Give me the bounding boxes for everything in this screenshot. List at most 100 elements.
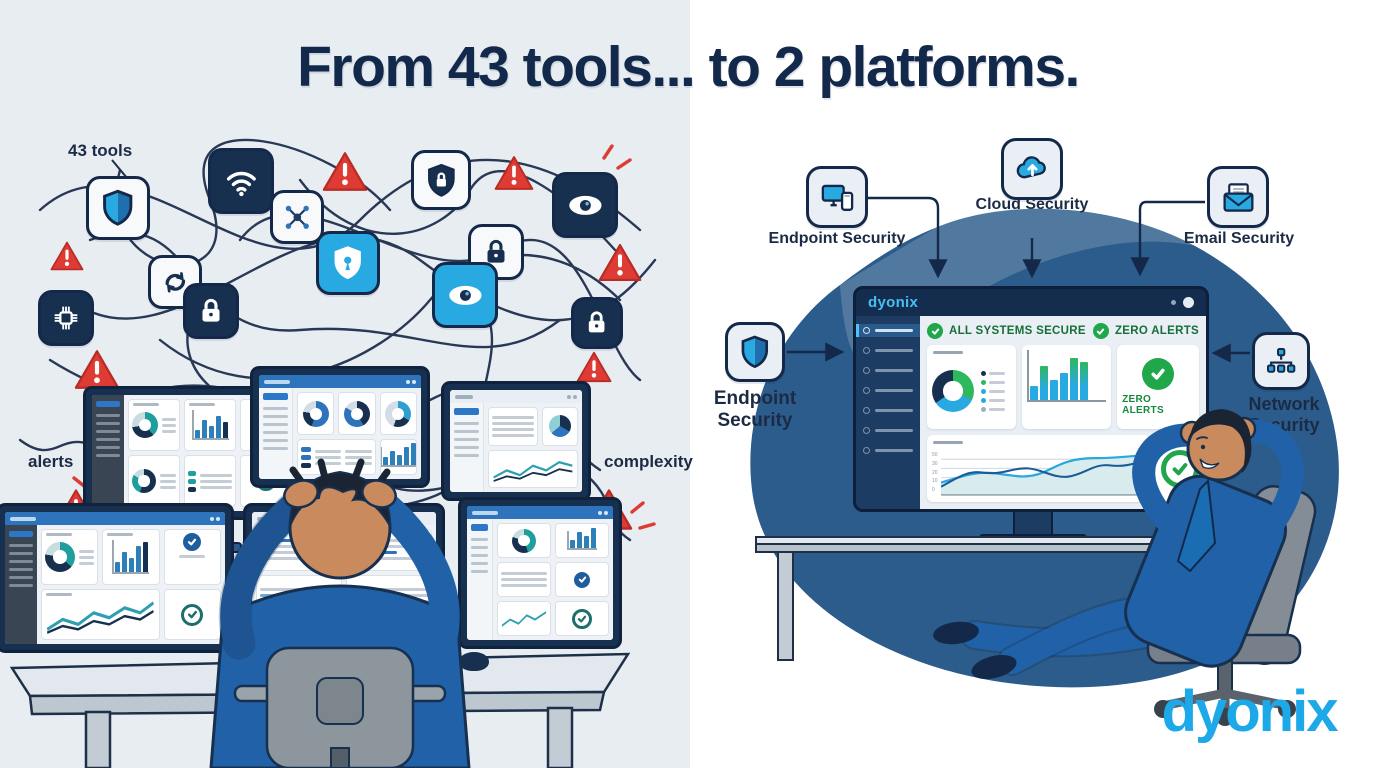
eye-icon	[568, 195, 602, 215]
warning-triangle-icon	[50, 240, 84, 272]
network-hub-icon	[285, 205, 309, 229]
shield-keyhole-icon	[334, 246, 362, 280]
donut-legend	[981, 370, 1005, 412]
shield-tool-tile	[86, 176, 150, 240]
shield-lock-tool-tile	[411, 150, 471, 210]
stressed-analyst-illustration	[209, 458, 471, 768]
mini-sidebar	[259, 388, 293, 479]
shield-icon	[741, 335, 769, 369]
check-icon	[188, 538, 197, 546]
check-circle-icon	[1092, 323, 1109, 339]
mini-sidebar	[5, 525, 37, 644]
wifi-tool-tile	[208, 148, 274, 214]
right-desk-leg	[777, 551, 794, 661]
monitor-bottom-left	[0, 503, 234, 653]
eye-icon	[448, 285, 482, 305]
devices-icon	[821, 184, 853, 211]
relaxed-analyst-illustration	[933, 409, 1317, 726]
mini-donut-card	[41, 529, 99, 586]
check-icon	[578, 576, 586, 583]
window-dot-icon	[1171, 300, 1176, 305]
monitor-bottom-right	[458, 497, 622, 649]
lock-icon	[202, 298, 220, 322]
lock-icon	[589, 311, 605, 333]
email-security-label: Email Security	[1183, 230, 1295, 247]
sidebar-item[interactable]	[856, 424, 920, 437]
mini-check-card	[163, 529, 221, 586]
status-zero-alerts: ZERO ALERTS	[1092, 323, 1199, 339]
trend-line-chart-card: 50 30 20 10 0	[927, 435, 1150, 502]
mini-line-chart	[493, 460, 573, 482]
cloud-security-card	[1001, 138, 1063, 200]
dashboard-main: ALL SYSTEMS SECURE ZERO ALERTS	[920, 316, 1206, 509]
mini-list-card	[497, 562, 551, 597]
warning-triangle-icon	[322, 150, 368, 193]
mini-sidebar	[467, 519, 493, 640]
donut-chart-card	[927, 345, 1017, 429]
sidebar-item[interactable]	[856, 344, 920, 357]
cloud-upload-icon	[1016, 155, 1046, 178]
eye-tool-tile-blue	[432, 262, 498, 328]
chip-icon	[54, 306, 78, 330]
mini-donut-card	[128, 455, 180, 507]
trend-line-chart	[940, 453, 1145, 496]
endpoint-security-side-label: Endpoint Security	[713, 388, 797, 432]
dashboard-sidebar	[856, 316, 920, 509]
dyonix-logo: dyonix	[1161, 679, 1339, 744]
mini-legend-card	[184, 455, 236, 507]
mini-check-card	[555, 562, 609, 597]
mini-titlebar	[467, 506, 613, 519]
warning-triangle-icon	[494, 154, 534, 192]
mini-gauge-card	[379, 392, 417, 436]
dashboard-brand: dyonix	[868, 294, 919, 311]
warning-triangle-icon	[576, 350, 612, 384]
mini-linechart-card	[497, 601, 551, 636]
mini-sidebar	[92, 395, 124, 511]
dyonix-dashboard-window: dyonix ALL SYSTEMS SECURE	[853, 286, 1209, 512]
status-all-systems-secure: ALL SYSTEMS SECURE	[927, 323, 1086, 339]
mini-gauge-card	[338, 392, 376, 436]
mini-titlebar	[259, 375, 421, 388]
mouse	[459, 652, 489, 671]
y-axis-ticks: 50 30 20 10 0	[932, 452, 938, 493]
mini-line-chart	[46, 601, 154, 634]
check-circle-icon	[927, 323, 943, 339]
endpoint-security-card	[806, 166, 868, 228]
lock-icon	[487, 239, 505, 263]
check-icon	[187, 610, 197, 619]
network-tree-icon	[1266, 347, 1296, 373]
sidebar-item[interactable]	[856, 384, 920, 397]
tools-count-label: 43 tools	[68, 141, 133, 160]
lock-tool-tile-a	[183, 283, 239, 339]
headline: From 43 tools... to 2 platforms.	[297, 35, 1080, 99]
bar-chart-card	[1022, 345, 1112, 429]
zero-alerts-card: ZERO ALERTS	[1117, 345, 1199, 429]
mini-sidebar	[450, 403, 484, 492]
mini-check-card	[555, 601, 609, 636]
bar-chart	[1027, 350, 1107, 402]
sidebar-item[interactable]	[856, 364, 920, 377]
mini-donut-card	[497, 523, 551, 558]
mini-bar-card	[184, 399, 236, 451]
mini-table-card	[297, 439, 376, 475]
chip-tool-tile	[38, 290, 94, 346]
warning-triangle-icon	[598, 242, 642, 283]
mini-titlebar	[5, 512, 225, 525]
check-circle-icon	[1142, 358, 1175, 390]
complexity-label: complexity	[604, 452, 693, 471]
mini-linechart-card	[41, 589, 160, 640]
cloud-security-label: Cloud Security	[975, 196, 1089, 213]
alerts-label: alerts	[28, 452, 74, 471]
mini-list-card	[488, 407, 539, 446]
endpoint-security-label: Endpoint Security	[768, 230, 906, 247]
refresh-icon	[165, 271, 185, 293]
zero-alerts-card-label: ZERO ALERTS	[1122, 394, 1164, 416]
mini-bar-card	[555, 523, 609, 558]
sidebar-item-overview[interactable]	[856, 324, 920, 337]
sidebar-item[interactable]	[856, 404, 920, 417]
mini-pie-card	[542, 407, 578, 446]
network-security-card	[1252, 332, 1310, 390]
sidebar-item[interactable]	[856, 444, 920, 457]
email-security-card	[1207, 166, 1269, 228]
